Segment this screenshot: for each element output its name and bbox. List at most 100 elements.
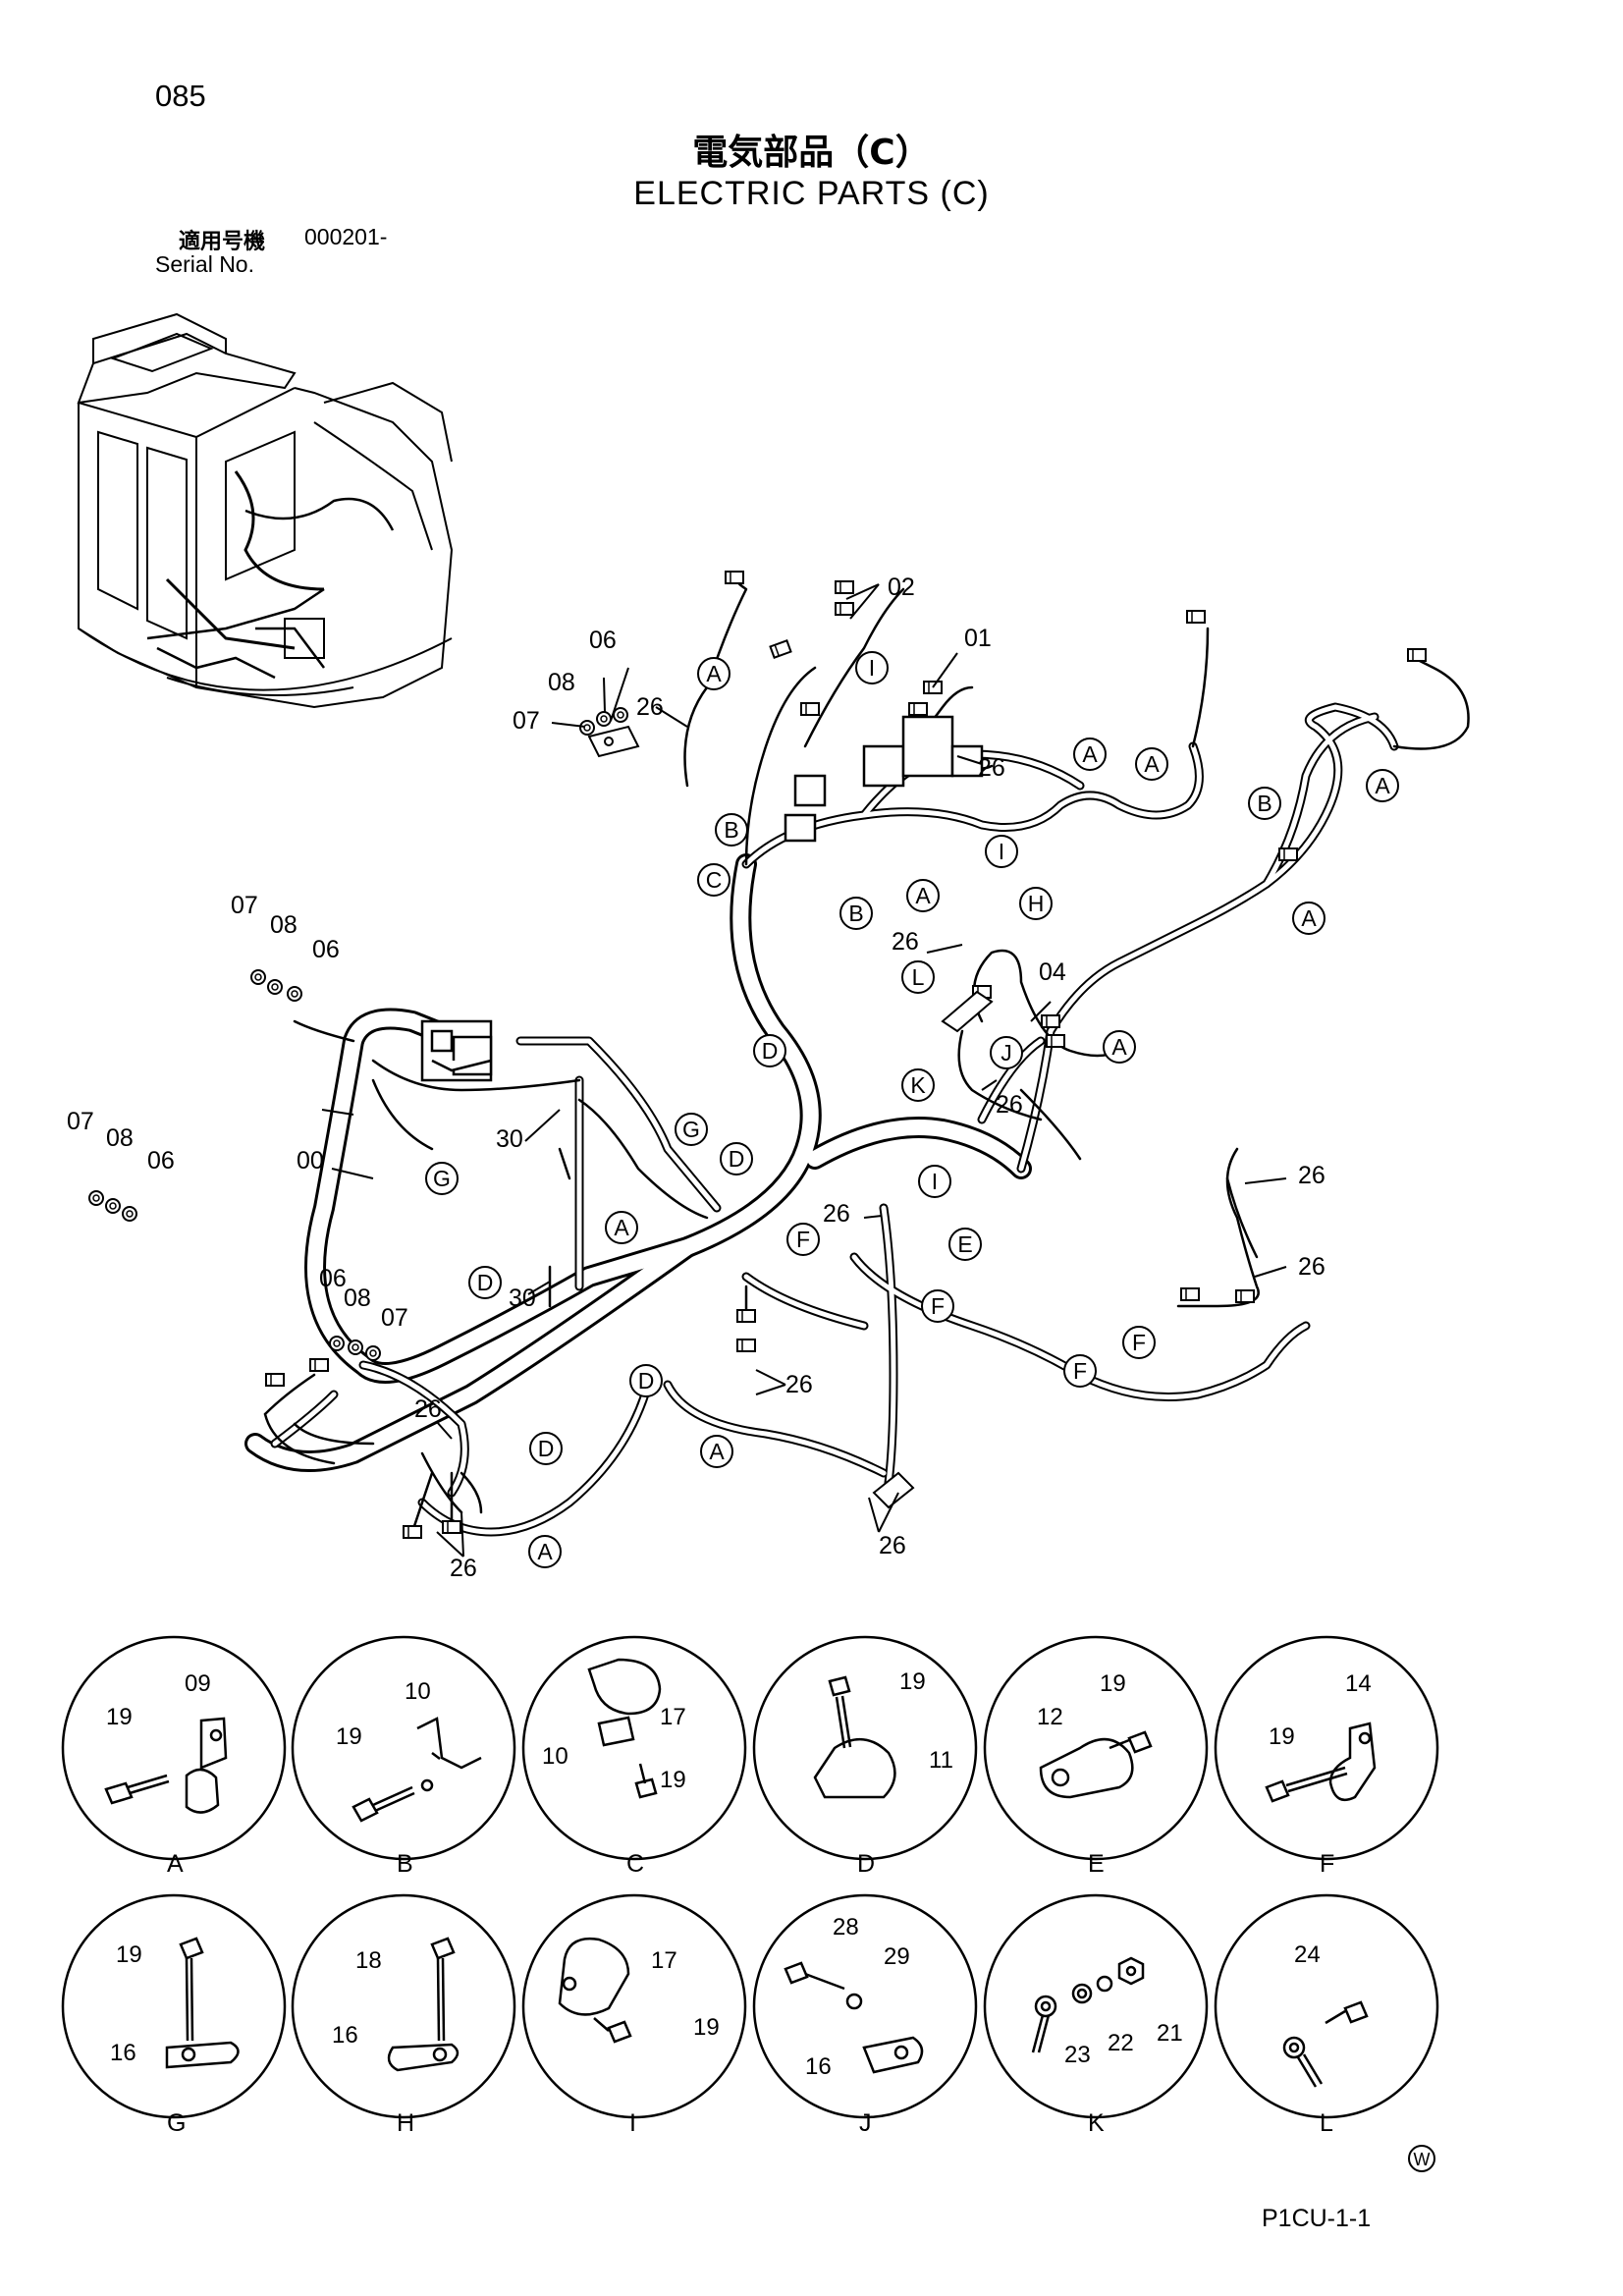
svg-text:12: 12 bbox=[1037, 1704, 1063, 1730]
svg-text:17: 17 bbox=[660, 1704, 686, 1730]
svg-text:26: 26 bbox=[823, 1200, 850, 1228]
svg-text:06: 06 bbox=[319, 1265, 347, 1292]
marker-D: D bbox=[753, 1034, 786, 1067]
svg-text:07: 07 bbox=[513, 707, 540, 735]
svg-text:07: 07 bbox=[381, 1304, 408, 1332]
svg-text:19: 19 bbox=[1100, 1670, 1126, 1697]
svg-text:19: 19 bbox=[116, 1941, 142, 1968]
svg-text:26: 26 bbox=[636, 693, 664, 721]
svg-text:E: E bbox=[957, 1231, 972, 1257]
svg-text:26: 26 bbox=[879, 1532, 906, 1559]
marker-I: I bbox=[985, 835, 1018, 868]
svg-text:D: D bbox=[857, 1850, 875, 1878]
svg-text:J: J bbox=[1001, 1040, 1012, 1066]
marker-A: A bbox=[1135, 747, 1168, 781]
svg-text:F: F bbox=[1073, 1358, 1087, 1384]
svg-text:07: 07 bbox=[67, 1108, 94, 1135]
svg-text:L: L bbox=[912, 964, 925, 990]
marker-A: A bbox=[697, 657, 730, 690]
svg-text:21: 21 bbox=[1157, 2020, 1183, 2047]
svg-text:19: 19 bbox=[1269, 1723, 1295, 1750]
marker-J: J bbox=[990, 1036, 1023, 1069]
svg-text:26: 26 bbox=[996, 1091, 1023, 1119]
marker-F: F bbox=[1063, 1354, 1097, 1388]
marker-A: A bbox=[1073, 738, 1107, 771]
marker-A: A bbox=[1103, 1030, 1136, 1064]
svg-text:26: 26 bbox=[785, 1371, 813, 1398]
svg-text:H: H bbox=[397, 2109, 414, 2137]
marker-C: C bbox=[697, 863, 730, 897]
harness-components bbox=[88, 571, 1427, 1539]
svg-text:16: 16 bbox=[805, 2053, 832, 2080]
marker-F: F bbox=[921, 1289, 954, 1323]
svg-text:A: A bbox=[167, 1850, 184, 1878]
svg-text:A: A bbox=[1375, 773, 1390, 798]
svg-text:D: D bbox=[762, 1038, 779, 1064]
svg-text:B: B bbox=[848, 901, 863, 926]
svg-text:H: H bbox=[1028, 891, 1045, 916]
svg-text:08: 08 bbox=[270, 911, 298, 939]
cab-overview-illustration bbox=[77, 312, 454, 709]
svg-text:26: 26 bbox=[450, 1555, 477, 1582]
svg-text:F: F bbox=[796, 1227, 810, 1252]
marker-E: E bbox=[948, 1228, 982, 1261]
page-number: 085 bbox=[155, 79, 206, 113]
svg-text:06: 06 bbox=[312, 936, 340, 963]
svg-text:I: I bbox=[629, 2109, 636, 2137]
svg-text:24: 24 bbox=[1294, 1941, 1321, 1968]
svg-text:K: K bbox=[1088, 2109, 1105, 2137]
marker-D: D bbox=[629, 1364, 663, 1397]
serial-label-english: Serial No. bbox=[155, 251, 254, 277]
svg-text:C: C bbox=[626, 1850, 644, 1878]
serial-label-japanese: 適用号機 bbox=[179, 230, 266, 254]
svg-text:30: 30 bbox=[509, 1285, 536, 1312]
svg-text:29: 29 bbox=[884, 1943, 910, 1970]
svg-text:E: E bbox=[1088, 1850, 1105, 1878]
svg-text:14: 14 bbox=[1345, 1670, 1372, 1697]
marker-D: D bbox=[529, 1432, 563, 1465]
marker-B: B bbox=[715, 813, 748, 847]
marker-D: D bbox=[468, 1266, 502, 1299]
svg-text:I: I bbox=[999, 839, 1004, 864]
svg-text:16: 16 bbox=[332, 2022, 358, 2049]
svg-text:26: 26 bbox=[978, 754, 1005, 782]
svg-text:A: A bbox=[1082, 741, 1098, 767]
svg-text:D: D bbox=[729, 1146, 745, 1172]
marker-F: F bbox=[786, 1223, 820, 1256]
svg-text:17: 17 bbox=[651, 1947, 677, 1974]
marker-I: I bbox=[918, 1165, 951, 1198]
svg-text:19: 19 bbox=[106, 1704, 133, 1730]
svg-text:D: D bbox=[638, 1368, 655, 1394]
part-callouts: 02 01 06 08 07 26 26 07 08 06 07 08 06 0… bbox=[67, 574, 1325, 1582]
svg-text:08: 08 bbox=[344, 1285, 371, 1312]
svg-text:G: G bbox=[433, 1166, 451, 1191]
marker-A: A bbox=[1292, 902, 1325, 935]
svg-text:26: 26 bbox=[414, 1395, 442, 1423]
svg-text:00: 00 bbox=[297, 1147, 324, 1175]
svg-text:08: 08 bbox=[548, 669, 575, 696]
svg-text:11: 11 bbox=[929, 1747, 953, 1774]
detail-labels: A B C D E F G H I J K L bbox=[167, 1850, 1334, 2137]
marker-G: G bbox=[425, 1162, 459, 1195]
svg-text:02: 02 bbox=[888, 574, 915, 601]
marker-G: G bbox=[675, 1113, 708, 1146]
svg-text:19: 19 bbox=[336, 1723, 362, 1750]
svg-text:A: A bbox=[614, 1215, 629, 1240]
svg-text:A: A bbox=[1301, 905, 1317, 931]
svg-text:16: 16 bbox=[110, 2040, 136, 2066]
svg-text:A: A bbox=[915, 883, 931, 908]
svg-text:09: 09 bbox=[185, 1670, 211, 1697]
svg-text:A: A bbox=[1144, 751, 1160, 777]
marker-A: A bbox=[528, 1535, 562, 1568]
svg-text:19: 19 bbox=[899, 1668, 926, 1695]
marker-H: H bbox=[1019, 887, 1053, 920]
svg-text:F: F bbox=[1132, 1330, 1146, 1355]
marker-A: A bbox=[605, 1211, 638, 1244]
svg-text:A: A bbox=[537, 1539, 553, 1564]
svg-text:10: 10 bbox=[542, 1743, 568, 1770]
circle-markers: A A A A A A A A A A B B B C D D D D D E … bbox=[425, 651, 1399, 1568]
svg-text:F: F bbox=[931, 1293, 945, 1319]
svg-text:B: B bbox=[724, 817, 738, 843]
svg-text:C: C bbox=[706, 867, 723, 893]
svg-text:A: A bbox=[706, 661, 722, 686]
